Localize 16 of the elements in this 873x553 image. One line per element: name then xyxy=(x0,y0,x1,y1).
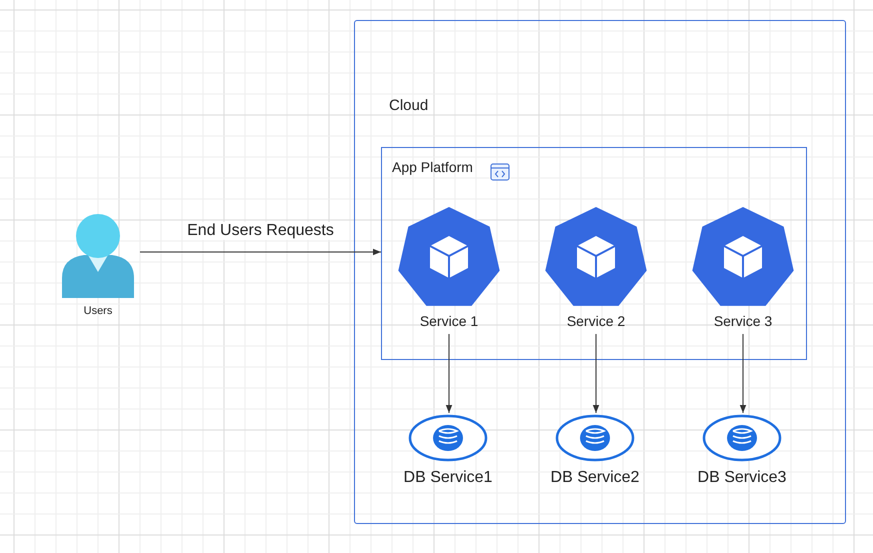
arrow xyxy=(140,248,382,256)
platform-container xyxy=(381,147,807,360)
node-label: Service 1 xyxy=(418,313,480,329)
node-label: DB Service2 xyxy=(550,469,640,487)
edge-label: End Users Requests xyxy=(185,222,336,240)
container-label: Cloud xyxy=(389,97,428,114)
node-label: DB Service3 xyxy=(696,469,788,487)
arrow xyxy=(740,334,746,414)
node-label: Service 3 xyxy=(712,313,774,329)
node-label: Service 2 xyxy=(566,313,626,329)
arrow xyxy=(446,334,452,414)
arrow xyxy=(592,334,600,414)
container-label: App Platform xyxy=(392,159,473,175)
node-label: Users xyxy=(82,305,114,317)
cloud-container xyxy=(354,20,846,524)
node-label: DB Service1 xyxy=(402,469,494,487)
